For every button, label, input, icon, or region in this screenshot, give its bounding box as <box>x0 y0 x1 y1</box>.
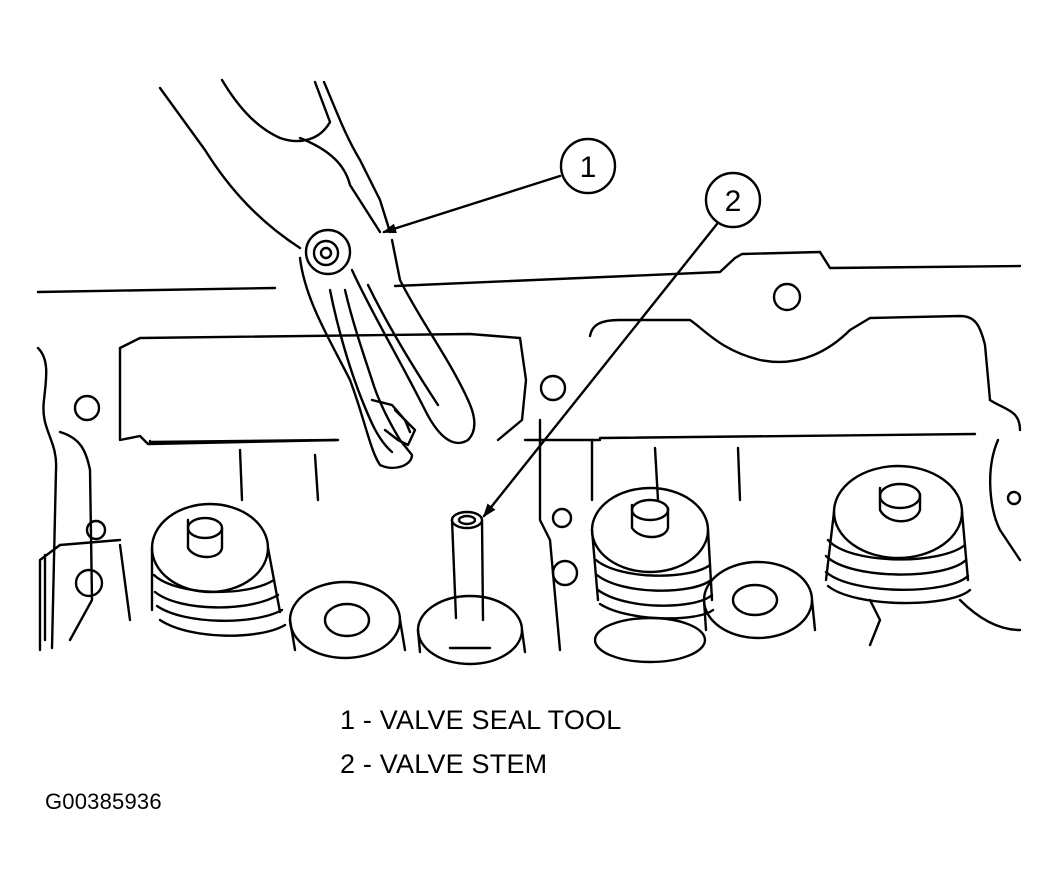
callout-1-number: 1 <box>580 151 597 184</box>
cylinder-head <box>36 250 1022 652</box>
callout-2-number: 2 <box>725 185 742 218</box>
valve-spring-left <box>150 502 287 637</box>
callout-1 <box>382 137 617 234</box>
valve-retainer-left <box>288 580 407 660</box>
valve-spring-right-2 <box>824 464 1022 647</box>
legend-item-valve-stem: 2 - VALVE STEM <box>340 749 548 779</box>
callout-2 <box>482 171 762 518</box>
legend-item-valve-seal-tool: 1 - VALVE SEAL TOOL <box>340 705 622 735</box>
valve-spring-right-1 <box>590 486 715 620</box>
valve-retainer-right <box>593 560 817 664</box>
valve-seal-tool <box>158 78 476 469</box>
valve-stem <box>450 510 485 622</box>
figure-id: G00385936 <box>45 789 162 814</box>
valve-retainer-center <box>416 594 527 666</box>
legend: 1 - VALVE SEAL TOOL 2 - VALVE STEM <box>340 698 621 786</box>
